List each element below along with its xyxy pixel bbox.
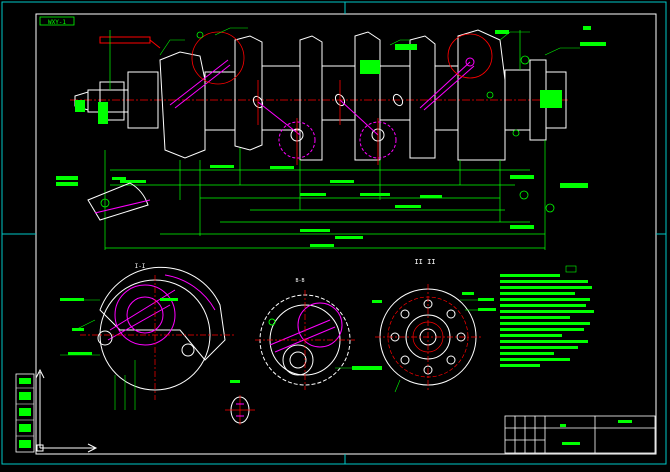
technical-notes-block (500, 265, 594, 367)
frame-ticks (2, 2, 666, 464)
left-detail-section (87, 177, 151, 221)
drawing-code-tag: WXY-1 (39, 16, 75, 26)
title-block (504, 415, 656, 454)
ucs-icon (35, 368, 98, 453)
svg-text:B-B: B-B (295, 278, 304, 284)
view-label-top: II II (414, 258, 435, 266)
dimension-lines (104, 30, 546, 250)
sheet-outer-border (1, 1, 667, 465)
crank-webs (159, 29, 567, 161)
dimension-labels (56, 30, 606, 247)
keyway-callout (99, 36, 151, 44)
section-view-left: I-I (60, 263, 235, 410)
section-view-middle: B-B (255, 278, 382, 390)
key-detail (225, 380, 255, 425)
revision-strip (15, 373, 35, 453)
callout-balloons (100, 31, 555, 213)
oil-passages (169, 57, 475, 159)
svg-text:WXY-1: WXY-1 (48, 19, 66, 26)
crankshaft-elevation-view (56, 26, 606, 250)
flange-end-view (372, 284, 496, 393)
datum-flags (75, 26, 591, 124)
section-label: I-I (135, 263, 146, 270)
